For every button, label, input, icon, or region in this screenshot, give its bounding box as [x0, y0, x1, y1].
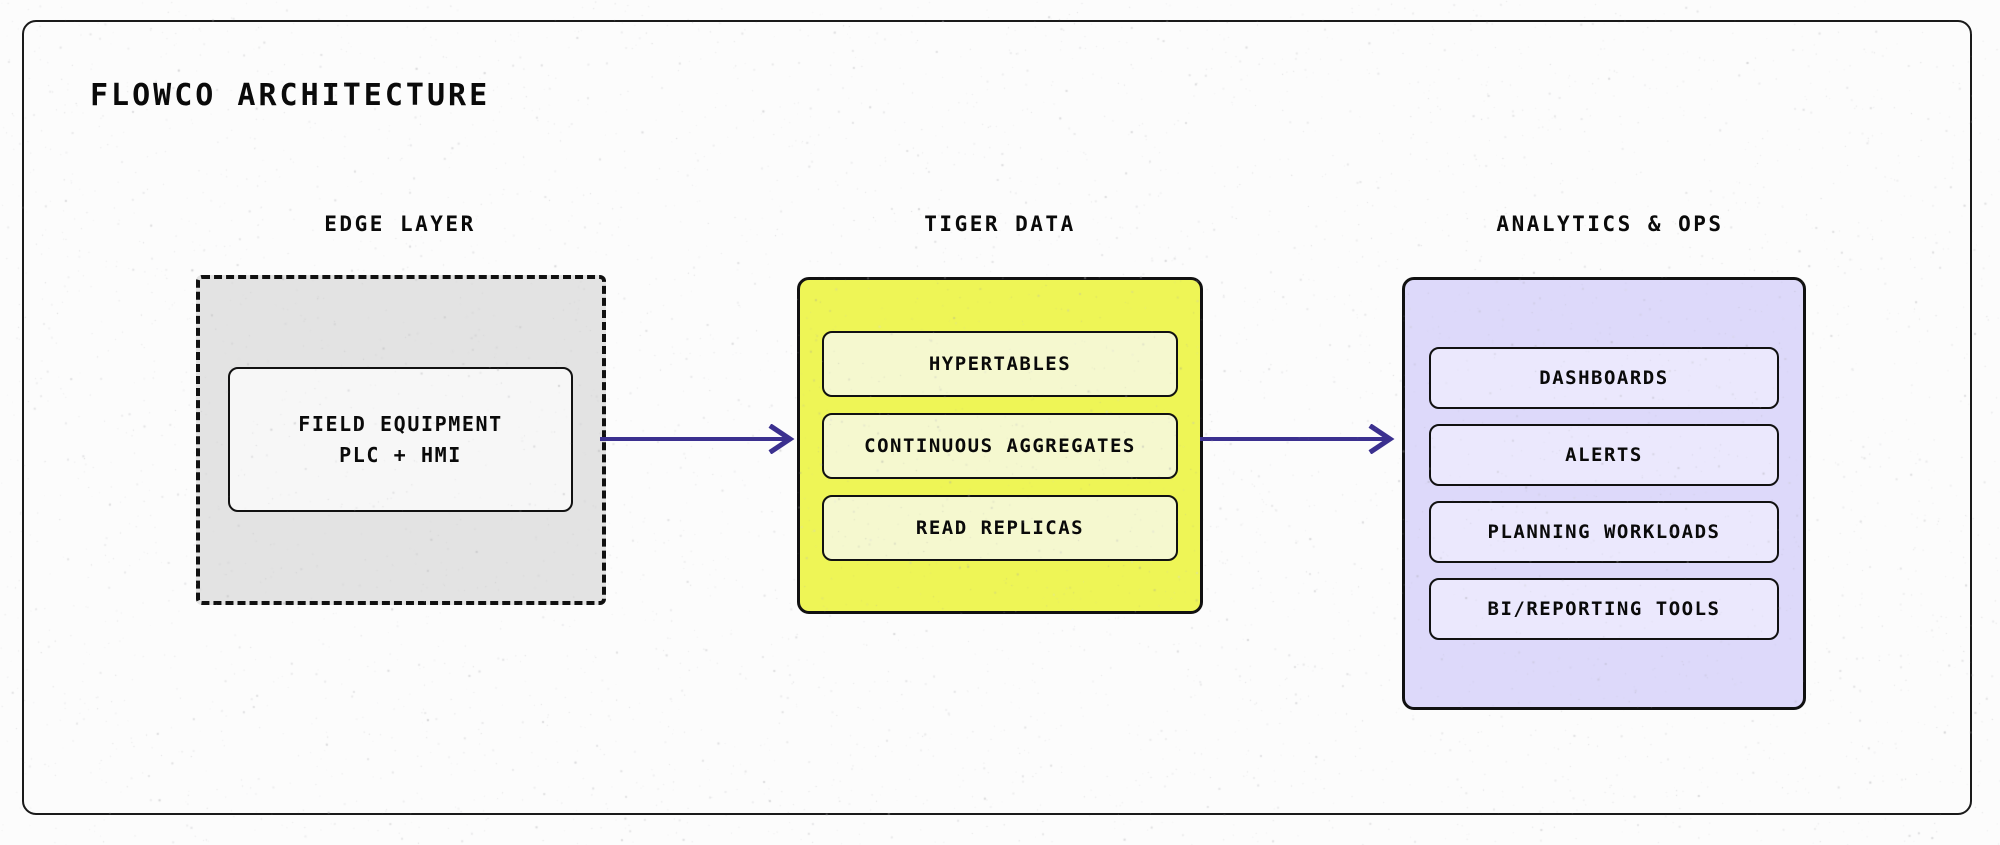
column-header-tiger-data: TIGER DATA	[924, 212, 1076, 236]
node-read-replicas[interactable]: READ REPLICAS	[822, 494, 1178, 561]
page-title: FLOWCO ARCHITECTURE	[90, 78, 491, 113]
node-alerts[interactable]: ALERTS	[1429, 424, 1779, 486]
node-planning-workloads[interactable]: PLANNING WORKLOADS	[1429, 501, 1779, 563]
node-hypertables[interactable]: HYPERTABLES	[822, 330, 1178, 397]
node-field-equipment[interactable]: FIELD EQUIPMENT PLC + HMI	[228, 367, 573, 512]
node-bi-reporting-tools-label: BI/REPORTING TOOLS	[1487, 598, 1721, 620]
node-hypertables-label: HYPERTABLES	[928, 352, 1072, 375]
node-continuous-aggregates[interactable]: CONTINUOUS AGGREGATES	[822, 412, 1178, 479]
node-continuous-aggregates-label: CONTINUOUS AGGREGATES	[864, 434, 1136, 457]
column-header-edge-layer: EDGE LAYER	[324, 212, 476, 236]
arrow-edge-to-tiger-icon	[600, 424, 795, 454]
node-field-equipment-line1: FIELD EQUIPMENT	[298, 411, 503, 436]
analytics-ops-container: DASHBOARDS ALERTS PLANNING WORKLOADS BI/…	[1402, 277, 1806, 710]
node-field-equipment-line2: PLC + HMI	[339, 442, 462, 467]
column-header-analytics-ops: ANALYTICS & OPS	[1496, 212, 1724, 236]
node-alerts-label: ALERTS	[1565, 444, 1643, 466]
node-dashboards-label: DASHBOARDS	[1539, 367, 1669, 389]
node-dashboards[interactable]: DASHBOARDS	[1429, 347, 1779, 409]
node-read-replicas-label: READ REPLICAS	[915, 516, 1085, 539]
arrow-tiger-to-ops-icon	[1200, 424, 1395, 454]
node-planning-workloads-label: PLANNING WORKLOADS	[1487, 521, 1721, 543]
node-bi-reporting-tools[interactable]: BI/REPORTING TOOLS	[1429, 578, 1779, 640]
tiger-data-container: HYPERTABLES CONTINUOUS AGGREGATES READ R…	[797, 277, 1203, 614]
